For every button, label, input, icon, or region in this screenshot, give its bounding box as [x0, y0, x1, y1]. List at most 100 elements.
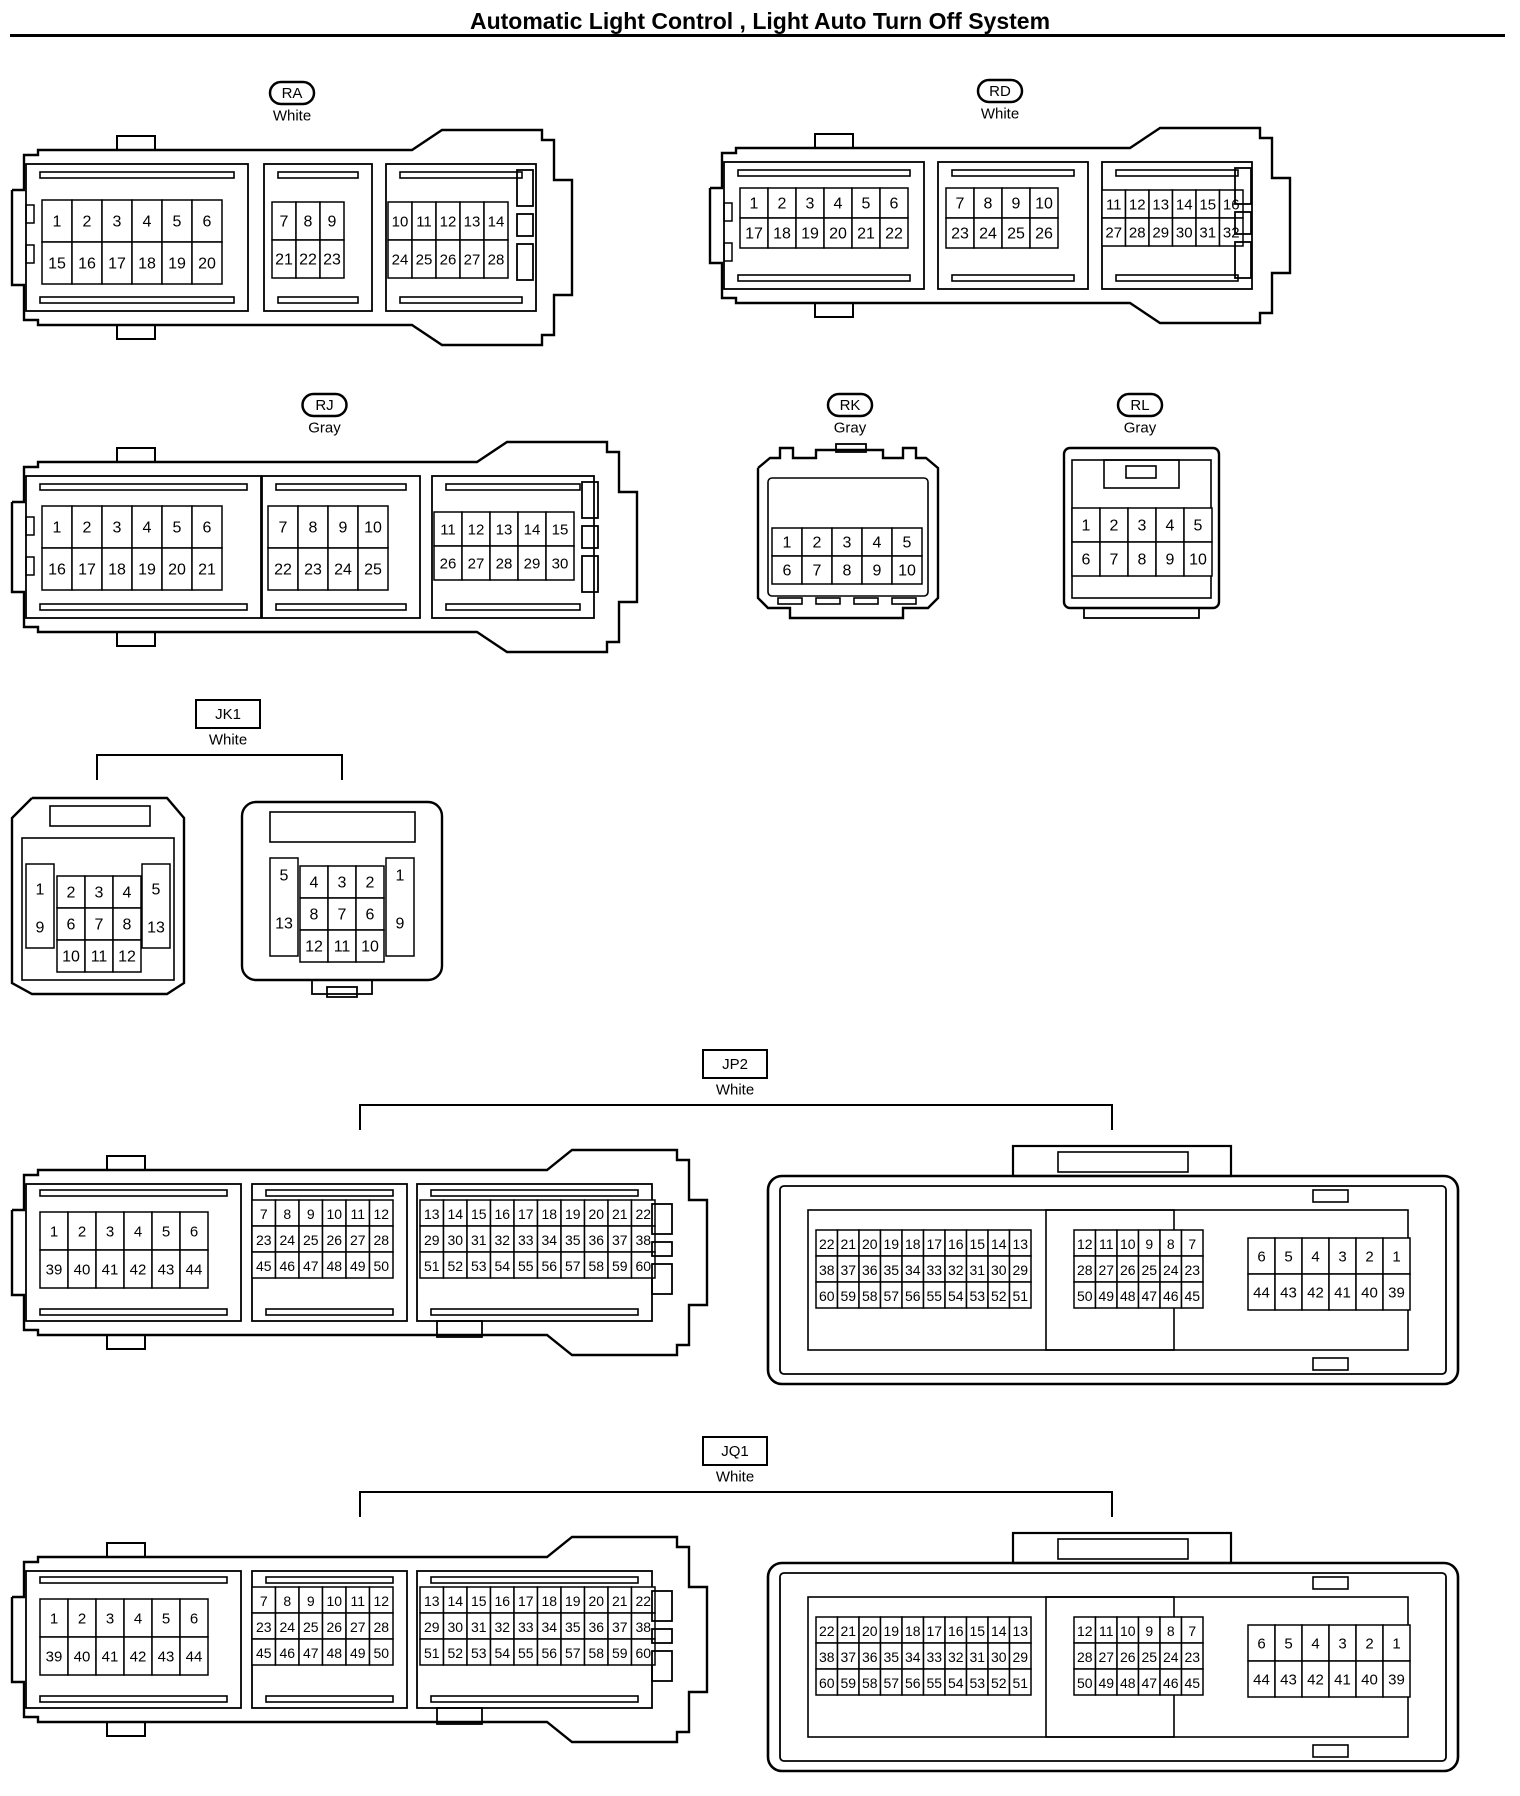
pin-number: 7 [280, 214, 289, 231]
pin-cell [25, 863, 55, 949]
pin-number: 9 [873, 563, 882, 580]
pin-number: 37 [612, 1619, 628, 1635]
pin-number: 46 [1163, 1288, 1179, 1304]
pin-cell [1274, 1273, 1303, 1311]
pin-number: 2 [1365, 1249, 1373, 1266]
latch-slot [891, 597, 917, 605]
latch-slot [777, 597, 803, 605]
pin-number: 4 [143, 214, 152, 231]
pin-number: 43 [158, 1649, 175, 1666]
pin-number: 52 [991, 1288, 1007, 1304]
pin-number: 4 [1166, 518, 1175, 535]
pin-cell [151, 1636, 181, 1676]
pin-cell [483, 239, 509, 279]
pin-cell [545, 545, 575, 581]
pin-cell [295, 201, 321, 241]
pin-number: 2 [1365, 1636, 1373, 1653]
connector-color: White [273, 108, 311, 125]
pin-number: 20 [588, 1593, 604, 1609]
pin-number: 5 [152, 882, 161, 899]
pin-cell [368, 1638, 394, 1666]
connector-code-badge [301, 392, 348, 418]
pin-number: 11 [350, 1593, 365, 1609]
housing-outline [651, 1650, 673, 1682]
pin-number: 39 [46, 1262, 63, 1279]
pin-cell [123, 1636, 153, 1676]
pin-number: 36 [588, 1232, 604, 1248]
pin-number: 13 [1012, 1236, 1028, 1252]
pin-number: 1 [1082, 518, 1091, 535]
pin-number: 10 [1120, 1623, 1136, 1639]
title-rule [10, 34, 1505, 37]
pin-cell [489, 511, 519, 547]
pin-number: 1 [36, 882, 45, 899]
pin-number: 7 [1188, 1623, 1196, 1639]
housing-outline [10, 1535, 709, 1744]
pin-number: 60 [819, 1675, 835, 1691]
pin-number: 11 [416, 214, 432, 231]
pin-number: 16 [48, 562, 66, 579]
housing-outline [814, 302, 854, 318]
housing-outline [10, 796, 186, 996]
housing-outline [25, 516, 35, 536]
pin-number: 15 [471, 1593, 487, 1609]
pin-number: 50 [373, 1258, 389, 1274]
pin-cell [41, 547, 73, 591]
pin-number: 27 [1098, 1262, 1114, 1278]
pin-number: 57 [565, 1645, 581, 1661]
pin-number: 6 [1082, 552, 1091, 569]
pin-number: 22 [819, 1236, 835, 1252]
pin-cell [801, 555, 833, 585]
pin-number: 10 [392, 214, 409, 231]
pin-cell [112, 907, 142, 941]
pin-number: 42 [130, 1649, 147, 1666]
pin-cell [191, 241, 223, 285]
pin-cell [319, 201, 345, 241]
pin-number: 17 [78, 562, 96, 579]
pin-number: 5 [162, 1611, 170, 1628]
pin-number: 58 [588, 1645, 604, 1661]
pin-number: 1 [783, 535, 792, 552]
housing-outline [651, 1263, 673, 1295]
pin-cell [891, 527, 923, 557]
pin-cell [355, 897, 385, 931]
pin-number: 46 [1163, 1675, 1179, 1691]
pin-number: 6 [783, 563, 792, 580]
pin-number: 53 [969, 1288, 985, 1304]
pin-cell [1099, 507, 1129, 543]
pin-cell [295, 239, 321, 279]
pin-number: 32 [494, 1619, 510, 1635]
pin-cell [327, 547, 359, 591]
connector-code-badge [1116, 392, 1164, 418]
pin-cell [112, 875, 142, 909]
pin-number: 12 [1077, 1623, 1093, 1639]
pin-number: 23 [1184, 1262, 1200, 1278]
pin-number: 26 [326, 1232, 342, 1248]
pin-number: 22 [274, 562, 292, 579]
pin-cell [1382, 1660, 1411, 1698]
pin-number: 26 [326, 1619, 342, 1635]
connector-color: Gray [1124, 420, 1157, 437]
housing-outline [516, 243, 534, 281]
pin-cell [151, 1249, 181, 1289]
latch-slot [39, 603, 248, 611]
pin-number: 15 [48, 256, 66, 273]
latch-slot [951, 274, 1075, 282]
pin-number: 28 [373, 1232, 389, 1248]
housing-outline [651, 1590, 673, 1622]
pin-number: 21 [840, 1623, 856, 1639]
housing-outline [10, 440, 639, 654]
pin-number: 35 [883, 1649, 899, 1665]
pin-number: 42 [130, 1262, 147, 1279]
pin-number: 31 [969, 1649, 985, 1665]
pin-number: 39 [1388, 1285, 1405, 1302]
pin-number: 49 [350, 1258, 366, 1274]
pin-number: 11 [1099, 1623, 1114, 1639]
housing-outline [106, 1334, 146, 1350]
pin-number: 43 [1280, 1672, 1297, 1689]
pin-number: 23 [951, 226, 969, 243]
pin-number: 28 [1129, 225, 1146, 242]
pin-number: 55 [518, 1645, 534, 1661]
